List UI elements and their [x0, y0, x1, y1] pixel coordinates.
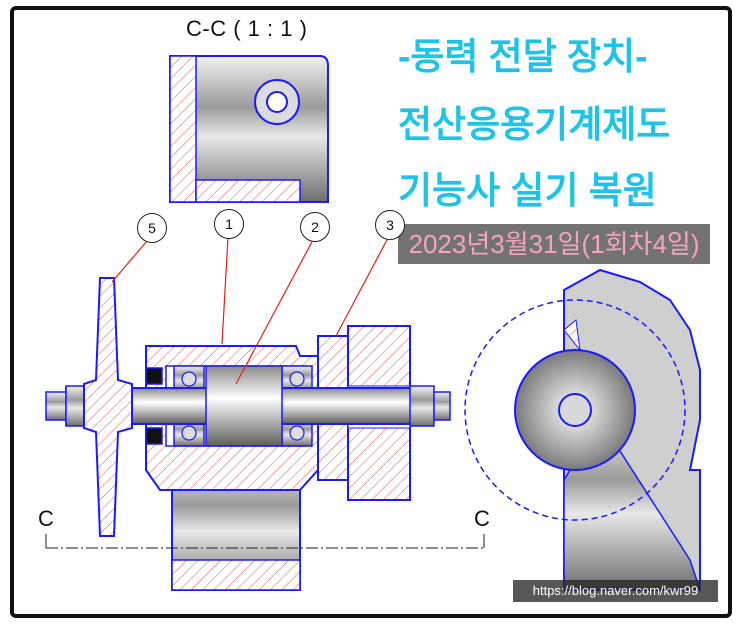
section-view-label: C-C ( 1 : 1 ) [186, 16, 308, 41]
blog-watermark: https://blog.naver.com/kwr99 [513, 580, 718, 602]
assembly-section [45, 277, 451, 591]
cutting-plane-line [45, 534, 485, 549]
callout-1: 1 [214, 209, 244, 239]
cut-plane-label-right: C [474, 506, 490, 531]
side-view [464, 268, 702, 591]
callout-2: 2 [300, 212, 330, 242]
section-cc-view [169, 55, 329, 203]
title-line-2: 전산응용기계제도 [398, 104, 671, 145]
title-line-3: 기능사 실기 복원 [398, 170, 657, 211]
leader-lines [111, 236, 389, 385]
date-banner: 2023년3월31일(1회차4일) [398, 224, 710, 264]
callout-3: 3 [375, 210, 405, 240]
title-line-1: -동력 전달 장치- [398, 36, 648, 77]
callout-5: 5 [137, 213, 167, 243]
cut-plane-label-left: C [38, 506, 54, 531]
